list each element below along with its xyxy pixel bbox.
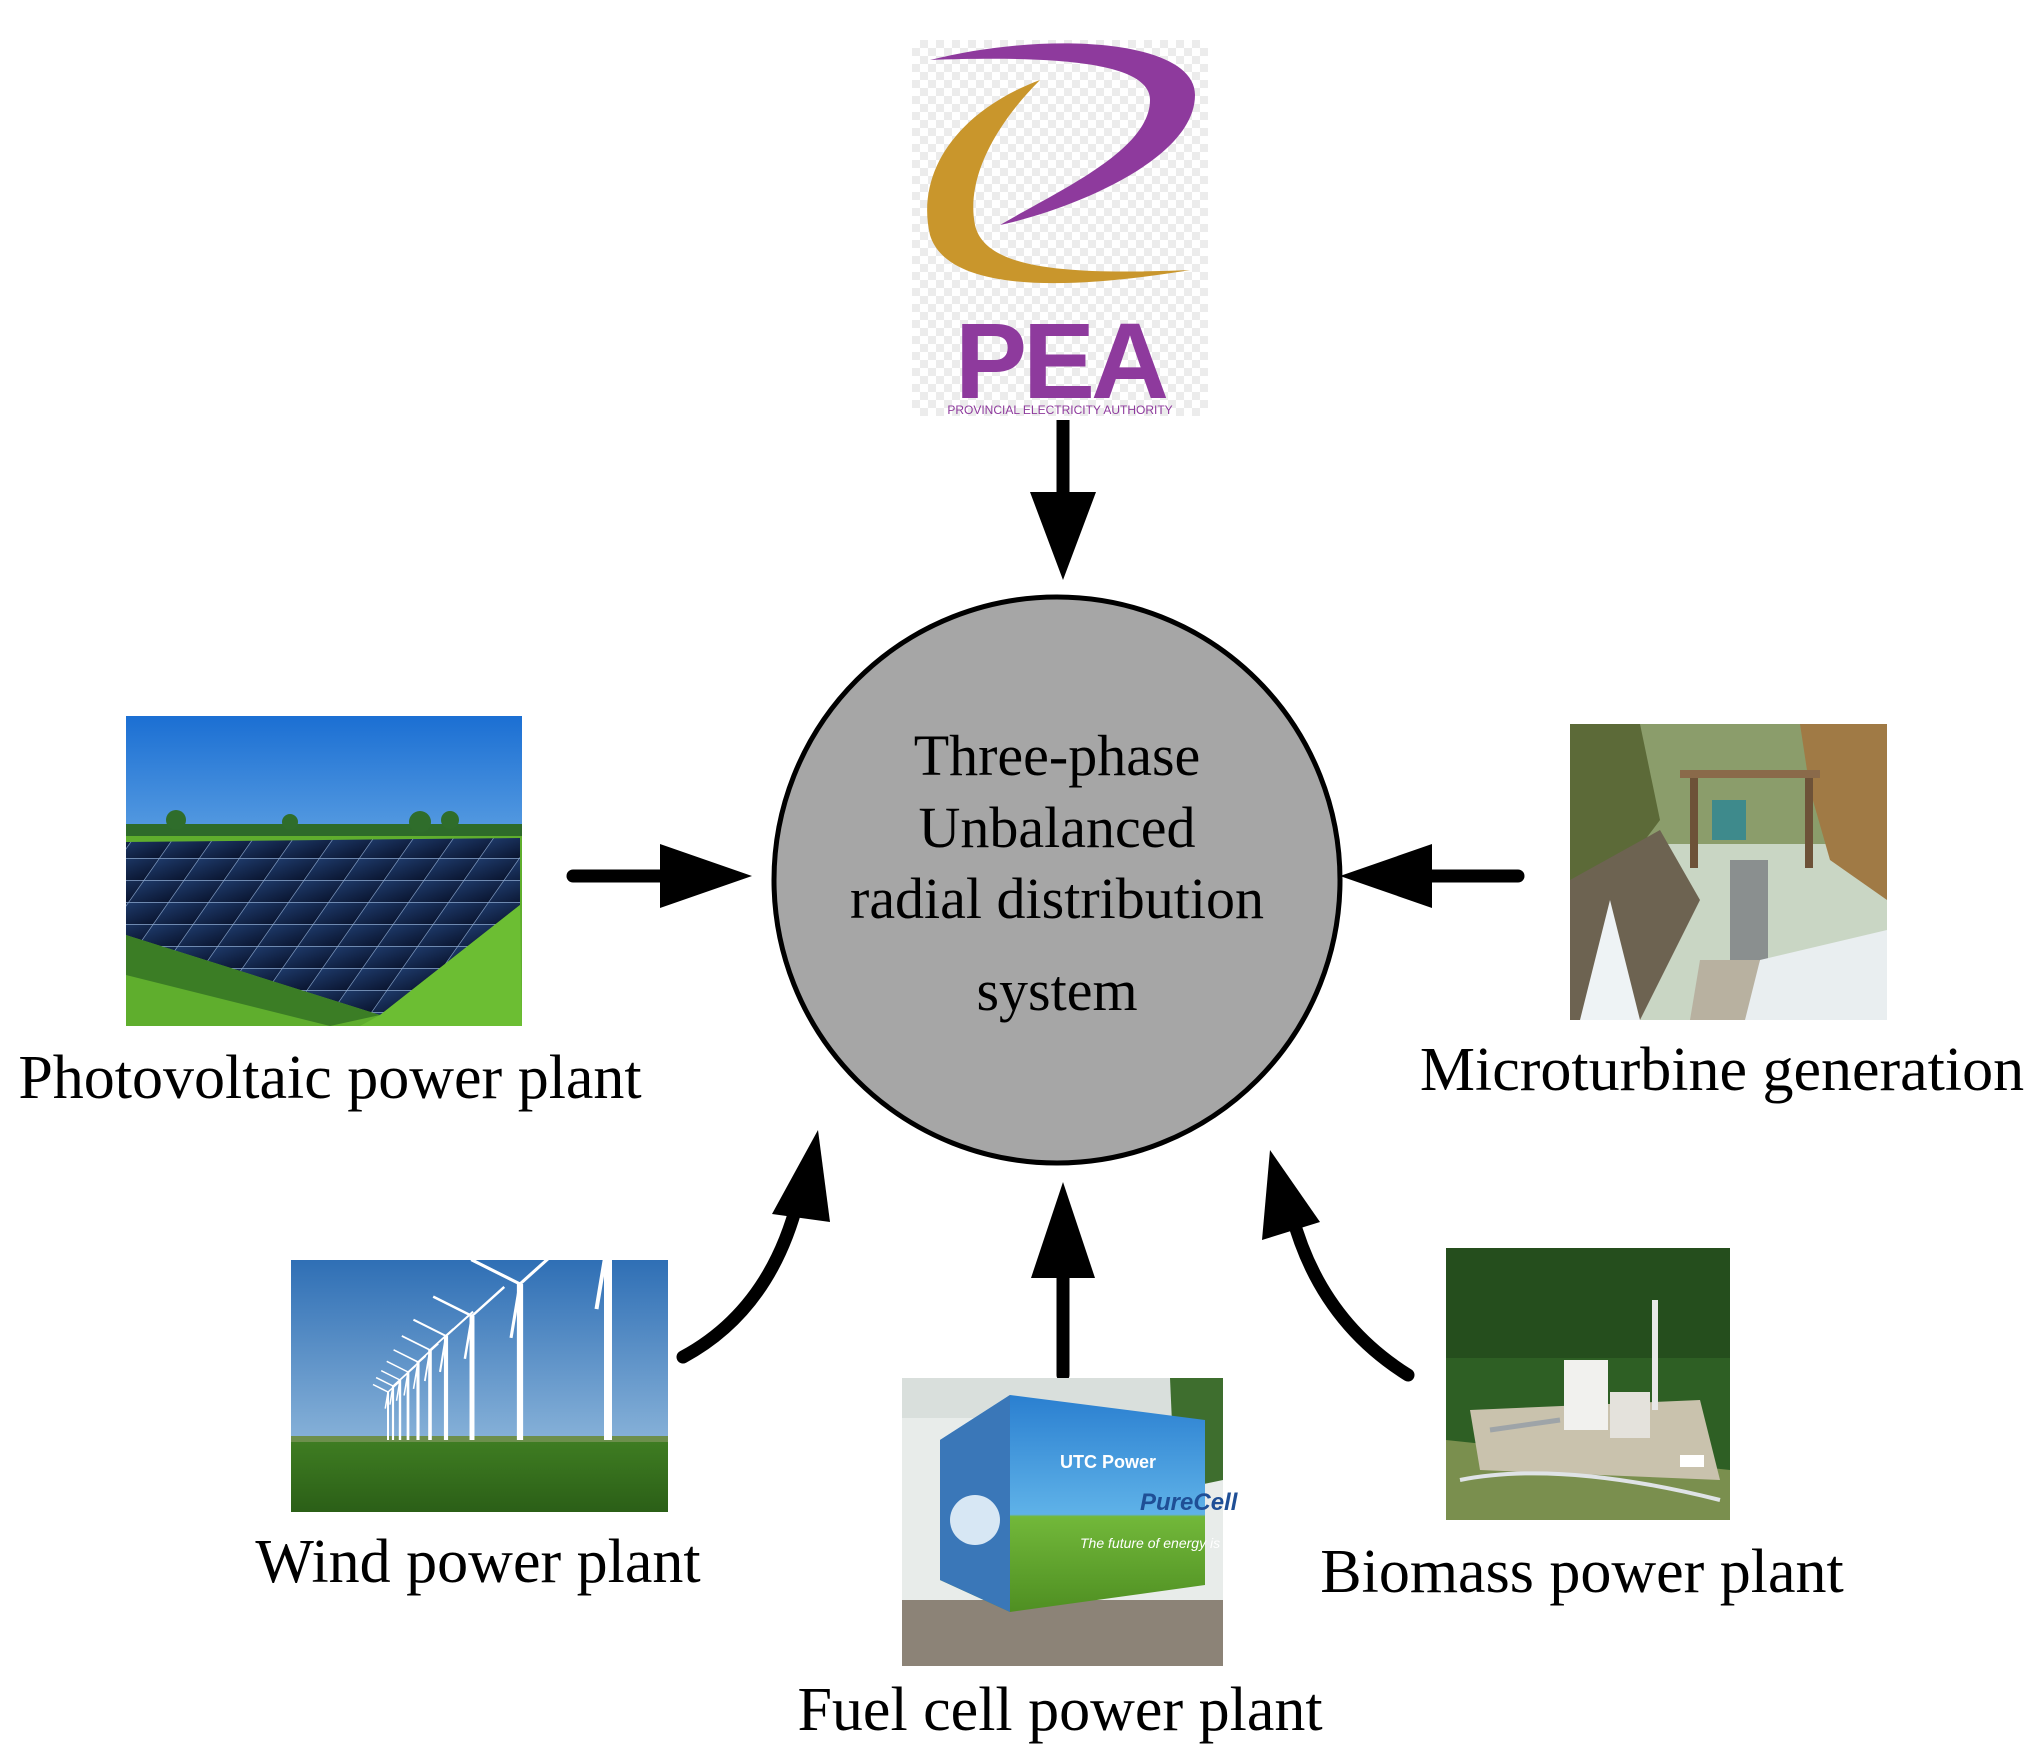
wind-turbine-blade <box>395 1379 401 1401</box>
pv-label: Photovoltaic power plant <box>18 1044 641 1112</box>
wind-turbine-blade <box>386 1360 409 1373</box>
center-line-3: radial distribution <box>850 866 1264 931</box>
fuel-cell-container-photo: UTC Power PureCell The future of energy … <box>902 1378 1256 1666</box>
logo-gold-swoosh <box>927 80 1190 284</box>
wind-turbine-blade <box>544 1206 609 1242</box>
arrow-from-fuelcell <box>1031 1182 1095 1382</box>
wind-turbine-blade <box>470 1258 521 1286</box>
wind-turbine-blade <box>393 1349 419 1363</box>
logo-purple-swoosh <box>930 43 1195 225</box>
fuelcell-product: PureCell <box>1140 1489 1239 1516</box>
wind-turbine-blade <box>384 1391 389 1409</box>
wind-label: Wind power plant <box>255 1528 700 1596</box>
center-line-1: Three-phase <box>914 723 1201 788</box>
wind-turbine-blade <box>509 1283 522 1339</box>
wind-turbine-blade <box>403 1371 409 1396</box>
wind-turbine-blade <box>412 1361 419 1390</box>
wind-turbine-blade <box>387 1380 401 1393</box>
arrow-from-pea <box>1030 420 1096 580</box>
wind-turbine-blade <box>423 1349 431 1382</box>
center-line-2: Unbalanced <box>919 795 1196 860</box>
biomass-plant-aerial-photo <box>1446 1248 1730 1520</box>
microturbine-label: Microturbine generation <box>1420 1036 2024 1104</box>
biomass-label: Biomass power plant <box>1320 1538 1844 1606</box>
fuelcell-label: Fuel cell power plant <box>797 1676 1322 1744</box>
distribution-system-node: Three-phase Unbalanced radial distributi… <box>771 594 1343 1166</box>
wind-turbine-blade <box>375 1376 394 1387</box>
center-line-4: system <box>976 958 1137 1023</box>
wind-turbine-blade <box>429 1328 455 1351</box>
solar-panel-photo <box>126 716 522 1026</box>
wind-turbine-blade <box>471 1286 506 1317</box>
logo-text: PEA <box>955 300 1167 421</box>
wind-turbine-blade <box>606 1191 662 1242</box>
wind-turbine-blade <box>380 1369 401 1381</box>
arrow-from-microturbine <box>1340 844 1525 908</box>
fuelcell-brand: UTC Power <box>1060 1452 1156 1472</box>
center-circle <box>771 594 1343 1166</box>
wind-turbine-blade <box>412 1318 447 1337</box>
arrow-from-wind <box>676 1130 830 1364</box>
arrow-from-biomass <box>1262 1150 1415 1382</box>
wind-turbine-blade <box>392 1372 408 1387</box>
wind-turbine-blade <box>438 1335 448 1373</box>
waterfall-turbine-photo <box>1570 724 1887 1020</box>
wind-turbine-blade <box>594 1239 610 1310</box>
fuelcell-slogan: The future of energy is here. <box>1080 1535 1256 1551</box>
arrow-from-pv <box>566 844 752 908</box>
wind-turbine-blade <box>463 1315 474 1360</box>
wind-turbine-blade <box>518 1246 562 1286</box>
logo-subtitle: PROVINCIAL ELECTRICITY AUTHORITY <box>947 403 1172 417</box>
wind-turbine-blade <box>389 1385 394 1405</box>
wind-turbine-blade <box>401 1335 431 1351</box>
wind-turbine-blade <box>432 1295 473 1318</box>
pea-logo: PEA PROVINCIAL ELECTRICITY AUTHORITY <box>912 40 1208 421</box>
wind-turbine-blade <box>372 1383 389 1393</box>
wind-turbines-photo <box>291 1191 668 1512</box>
